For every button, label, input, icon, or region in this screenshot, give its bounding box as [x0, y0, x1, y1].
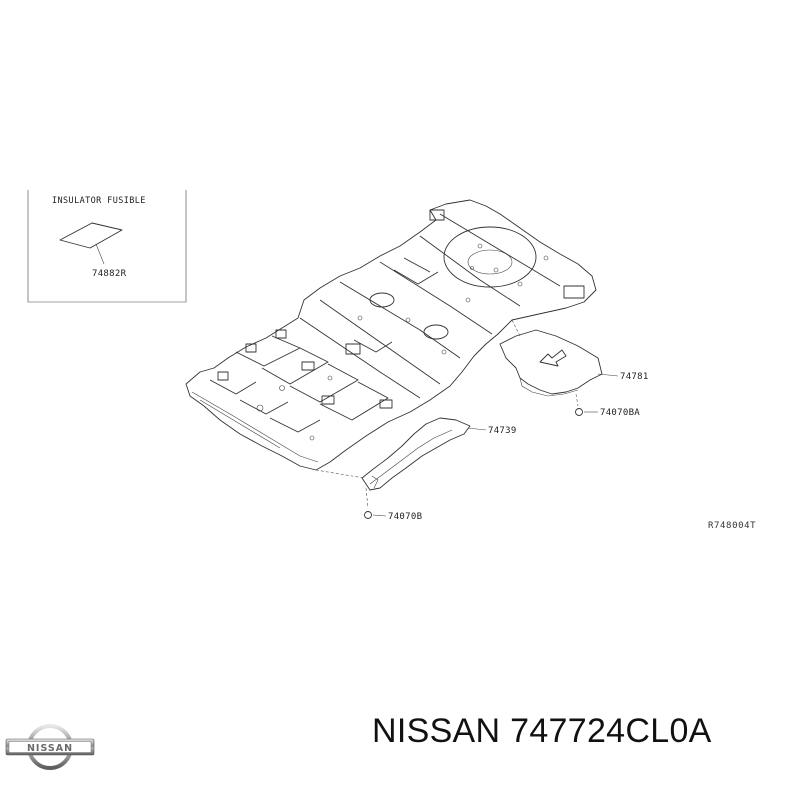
floor-panel	[185, 199, 597, 471]
floor-panel-outline	[185, 199, 597, 471]
side-under-cover: 74739	[361, 417, 517, 491]
floor-hole-right	[423, 324, 449, 340]
nissan-logo-icon: NISSAN	[5, 724, 95, 770]
inset-title: INSULATOR FUSIBLE	[52, 196, 146, 206]
rear-clip-icon	[575, 408, 583, 416]
side-clip: 74070B	[364, 487, 422, 522]
spare-wheel-well-inner	[467, 249, 513, 275]
inset-part-number: 74882R	[92, 269, 127, 279]
inset-border	[27, 190, 187, 303]
inset-leader	[95, 243, 105, 265]
side-cover-shape	[361, 417, 471, 491]
rear-cover-callout: 74781	[620, 372, 649, 382]
side-clip-icon	[364, 511, 372, 519]
side-cover-callout: 74739	[488, 426, 517, 436]
front-arrow-icon	[539, 349, 567, 367]
insulator-pad	[59, 222, 123, 249]
part-title: NISSAN 747724CL0A	[372, 712, 712, 750]
rear-clip: 74070BA	[575, 393, 640, 418]
rear-clip-callout: 74070BA	[600, 408, 640, 418]
insulator-inset: INSULATOR FUSIBLE 74882R	[27, 190, 187, 303]
diagram-code: R748004T	[708, 521, 756, 531]
rear-cover-shape	[499, 329, 603, 395]
logo-lettering: NISSAN	[27, 743, 73, 754]
rear-under-cover: 74781	[499, 329, 649, 397]
side-clip-callout: 74070B	[388, 512, 422, 522]
